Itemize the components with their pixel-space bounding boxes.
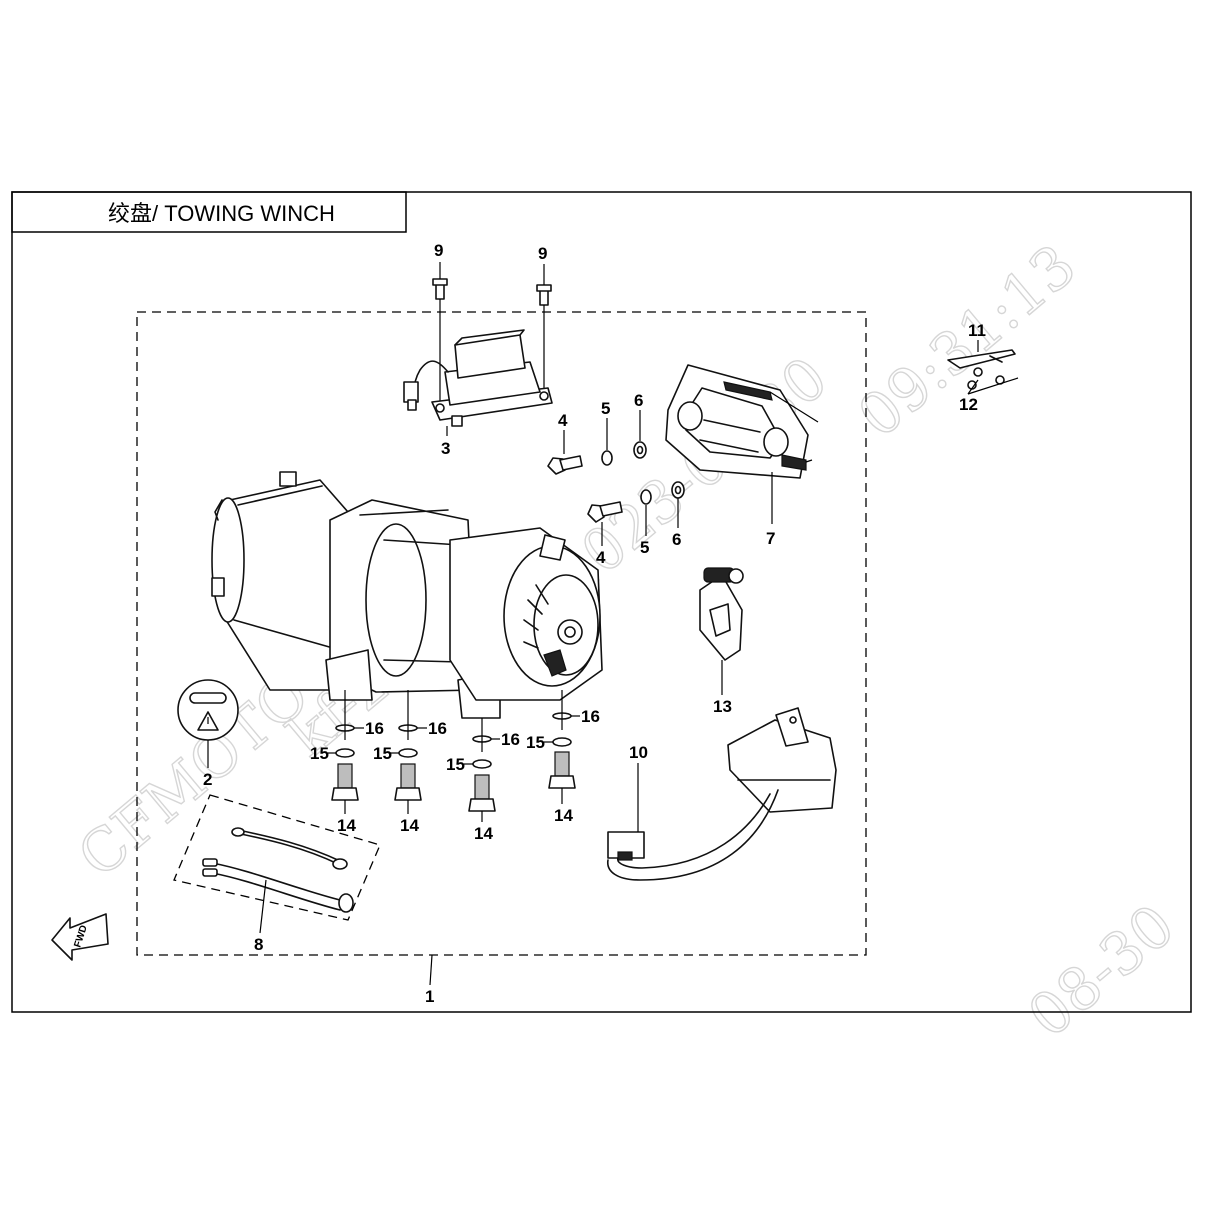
title-box [11, 191, 407, 233]
part-6-washer-lower [671, 481, 685, 499]
part-14-bolt-3 [468, 774, 496, 812]
part-9-bolt-left [432, 278, 448, 300]
callout-15-1: 15 [310, 744, 329, 763]
part-9-bolt-right [536, 284, 552, 306]
callout-3: 3 [441, 439, 450, 458]
callout-10: 10 [629, 743, 648, 762]
watermark-time: 09:31:13 [845, 231, 1088, 451]
callout-16-2: 16 [428, 719, 447, 738]
part-14-bolt-4 [548, 751, 576, 789]
callout-15-3: 15 [446, 755, 465, 774]
callout-5-lower: 5 [640, 538, 649, 557]
part-8-cable-boundary [173, 794, 381, 921]
callout-4-upper: 4 [558, 411, 568, 430]
outer-frame [11, 191, 1192, 1013]
callout-16-3: 16 [501, 730, 520, 749]
part-2-warning-label [177, 679, 239, 741]
callout-4-lower: 4 [596, 548, 606, 567]
part-4-screw-lower [587, 501, 623, 523]
callout-9-right: 9 [538, 244, 547, 263]
fwd-arrow-icon: FWD [51, 913, 109, 961]
callout-14-2: 14 [400, 816, 419, 835]
winch-assembly-boundary [136, 311, 867, 956]
part-6-washer-upper [633, 441, 647, 459]
callout-6-upper: 6 [634, 391, 643, 410]
callout-2: 2 [203, 770, 212, 789]
part-7-fairlead [665, 364, 819, 479]
watermarks: CFMOTO kf-zl 2023-08-30 09:31:13 08-30 [65, 230, 1188, 1051]
callout-13: 13 [713, 697, 732, 716]
callout-14-4: 14 [554, 806, 573, 825]
part-3-contactor [403, 329, 553, 427]
page-title: 绞盘/ TOWING WINCH [108, 201, 335, 226]
part-8-cables [202, 827, 354, 913]
callout-9-left: 9 [434, 241, 443, 260]
callout-7: 7 [766, 529, 775, 548]
part-11-bracket [947, 349, 1016, 369]
part-12-fasteners [967, 367, 1005, 390]
part-5-lock-washer-upper [601, 450, 613, 466]
callout-16-1: 16 [365, 719, 384, 738]
callout-15-2: 15 [373, 744, 392, 763]
callout-8: 8 [254, 935, 263, 954]
callout-5-upper: 5 [601, 399, 610, 418]
winch-motor [211, 471, 356, 691]
callout-16-4: 16 [581, 707, 600, 726]
callout-6-lower: 6 [672, 530, 681, 549]
part-4-screw-upper [547, 455, 583, 475]
part-10-remote-control [607, 707, 837, 881]
callout-1: 1 [425, 987, 434, 1006]
watermark-date-partial: 08-30 [1015, 891, 1187, 1051]
part-13-shackle [699, 567, 744, 661]
winch-gearbox [449, 527, 603, 701]
part-5-lock-washer-lower [640, 489, 652, 505]
callout-11: 11 [968, 321, 986, 340]
part-14-bolt-2 [394, 763, 422, 801]
callout-numbers: 1 2 3 4 4 5 5 6 6 7 8 9 9 10 11 12 13 14… [203, 241, 986, 1006]
callout-12: 12 [959, 395, 978, 414]
part-14-bolt-1 [331, 763, 359, 801]
winch-drum [325, 499, 501, 719]
callout-14-3: 14 [474, 824, 493, 843]
callout-14-1: 14 [337, 816, 356, 835]
callout-15-4: 15 [526, 733, 545, 752]
